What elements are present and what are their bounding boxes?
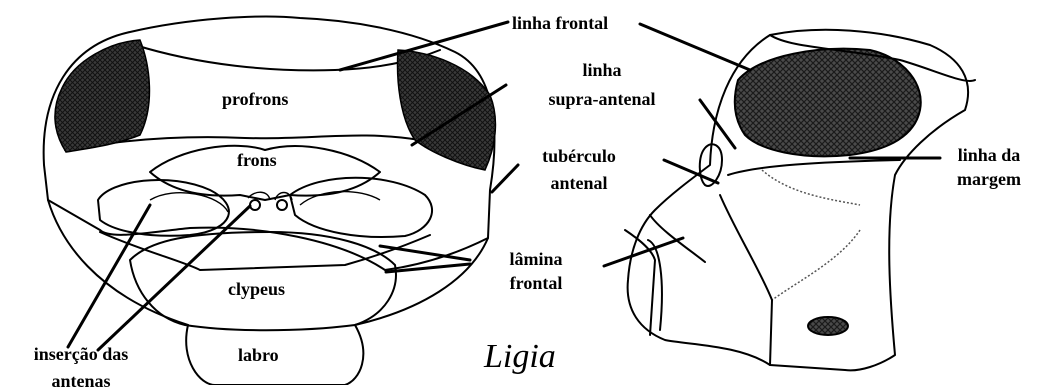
label-lamina-frontal: lâmina frontal xyxy=(486,249,586,294)
antenna-socket-right xyxy=(290,178,432,237)
antenna-insertion-right xyxy=(277,200,287,210)
leader-lamina-1 xyxy=(380,246,470,260)
label-tuberculo-antenal-line2: antenal xyxy=(524,173,634,194)
label-tuberculo-antenal: tubérculo antenal xyxy=(524,146,634,194)
label-profrons: profrons xyxy=(222,89,288,110)
label-linha-da-margem: linha da margem xyxy=(944,145,1034,190)
left-eye xyxy=(55,40,150,152)
profrons-band xyxy=(135,45,440,70)
label-labro: labro xyxy=(238,345,279,366)
genus-caption: Ligia xyxy=(484,338,556,376)
frontal-view xyxy=(44,17,496,385)
leader-lamina-3 xyxy=(604,238,683,266)
antenna-socket-right-inner xyxy=(300,192,380,205)
margin-line xyxy=(762,170,860,205)
lateral-socket xyxy=(808,317,848,335)
label-insercao-das-antenas-line1: inserção das xyxy=(6,344,156,365)
label-linha-supra-antenal: linha supra-antenal xyxy=(542,60,662,110)
label-lamina-frontal-line1: lâmina xyxy=(486,249,586,270)
lateral-eye xyxy=(735,49,921,157)
label-linha-supra-antenal-line2: supra-antenal xyxy=(542,89,662,110)
label-linha-da-margem-line1: linha da xyxy=(944,145,1034,166)
leader-tuberculo-left xyxy=(492,165,518,192)
label-linha-supra-antenal-line1: linha xyxy=(542,60,662,81)
label-linha-da-margem-line2: margem xyxy=(944,169,1034,190)
lateral-view xyxy=(625,30,975,371)
antenna-insertion-left xyxy=(250,200,260,210)
right-eye xyxy=(398,50,496,170)
label-tuberculo-antenal-line1: tubérculo xyxy=(524,146,634,167)
label-insercao-das-antenas-line2: antenas xyxy=(6,371,156,392)
label-lamina-frontal-line2: frontal xyxy=(486,273,586,294)
label-linha-frontal: linha frontal xyxy=(512,13,608,34)
label-frons: frons xyxy=(237,150,277,171)
leader-linha-supra-antenal xyxy=(700,100,735,148)
label-clypeus: clypeus xyxy=(228,279,285,300)
